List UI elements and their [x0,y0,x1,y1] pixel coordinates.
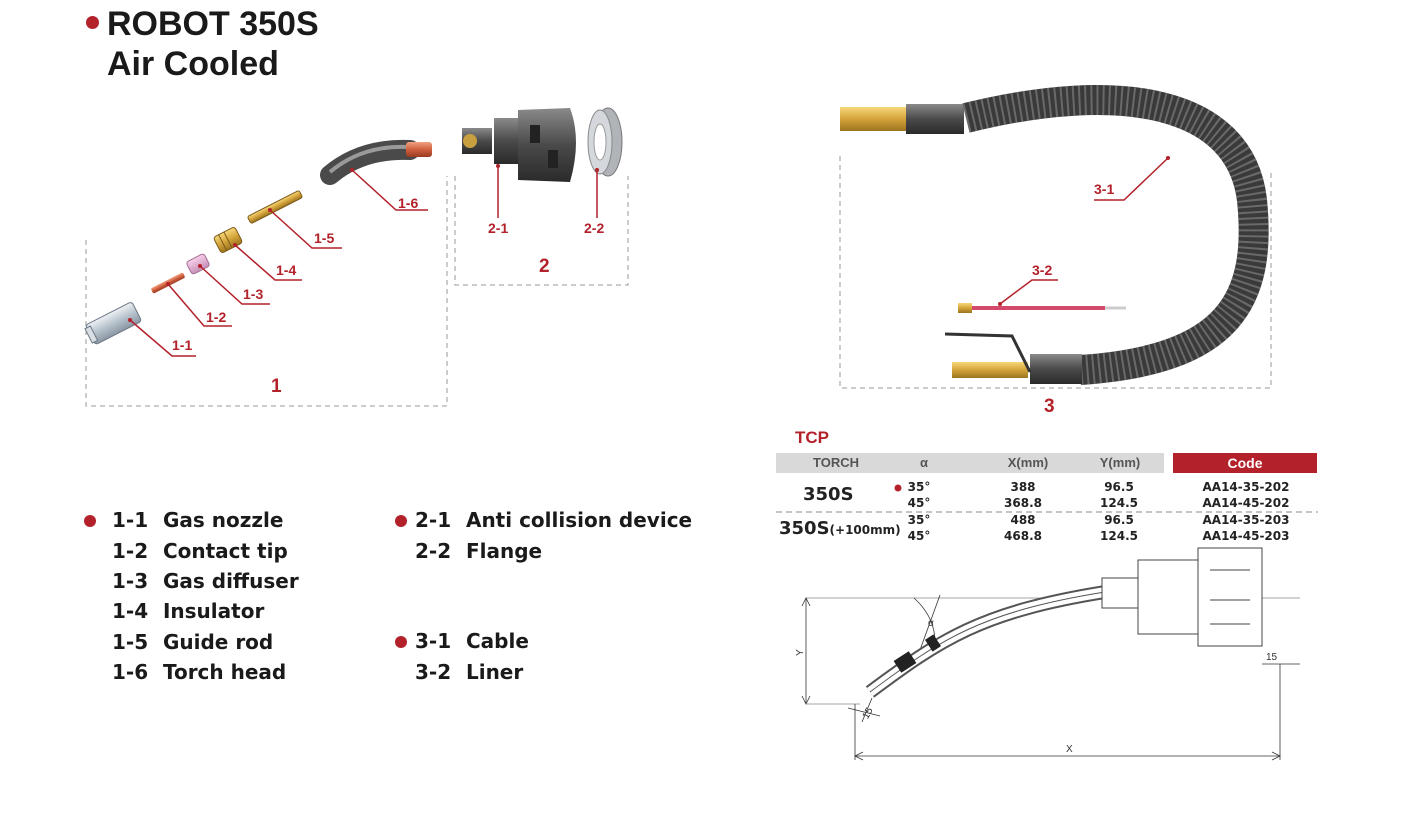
cell-code: AA14-35-202 [1202,480,1290,494]
row-marker [894,484,902,492]
liner-part [958,303,1126,313]
callout-1-2: 1-2 [206,309,226,325]
legend-bullet-3 [395,636,407,648]
legend-item: 1-1 Gas nozzle [112,508,284,532]
cell-alpha: 35° [907,513,931,527]
cable-part [840,85,1269,385]
header-x: X(mm) [1007,455,1049,470]
group-1-box [85,176,448,407]
cell-x: 468.8 [1004,529,1042,543]
group-label-3: 3 [1044,396,1055,417]
torch-350s: 350S [803,484,854,505]
legend-item: 1-5 Guide rod [112,630,274,654]
group-2-box [454,176,629,286]
legend-bullet-1 [84,515,96,527]
callout-1-4: 1-4 [276,262,296,278]
page-title: ROBOT 350S Air Cooled [86,4,319,84]
legend-item: 1-4 Insulator [112,599,265,623]
callout-3-2: 3-2 [1032,262,1052,278]
dim-15-tip: 15 [861,705,876,721]
callout-2-1: 2-1 [488,220,508,236]
dimension-drawing [801,547,1300,761]
callout-1-6: 1-6 [398,195,418,211]
cell-x: 388 [1010,480,1036,494]
callout-1-1: 1-1 [172,337,192,353]
header-code: Code [1173,453,1317,473]
leader-dots [128,156,1170,322]
legend-bullet-2 [395,515,407,527]
cell-alpha: 35° [907,480,931,494]
header-torch: TORCH [776,453,896,473]
cell-x: 488 [1010,513,1036,527]
cell-code: AA14-45-203 [1202,529,1290,543]
cell-alpha: 45° [907,496,931,510]
callout-3-1: 3-1 [1094,181,1114,197]
group-label-1: 1 [271,376,282,397]
header-alpha: α [920,455,928,470]
callout-1-5: 1-5 [314,230,334,246]
torch-350s-extended: 350S(+100mm) [779,518,901,539]
legend-item: 1-3 Gas diffuser [112,569,299,593]
callout-1-3: 1-3 [243,286,263,302]
header-y: Y(mm) [1099,455,1141,470]
gas-nozzle-part [84,302,142,345]
alpha-label: α [928,618,934,629]
cell-code: AA14-45-202 [1202,496,1290,510]
cell-alpha: 45° [907,529,931,543]
dim-15-flange: 15 [1266,652,1278,663]
cell-y: 124.5 [1100,529,1138,543]
cell-y: 96.5 [1104,513,1134,527]
x-dimension-label: X [1066,744,1073,755]
flange-part [587,107,623,177]
cell-y: 96.5 [1104,480,1134,494]
legend-item: 2-2 Flange [415,539,543,563]
y-dimension-label: Y [795,649,806,656]
legend-item: 1-2 Contact tip [112,539,288,563]
legend-item: 1-6 Torch head [112,660,287,684]
cell-y: 124.5 [1100,496,1138,510]
cell-x: 368.8 [1004,496,1042,510]
insulator-part [213,227,243,253]
tcp-title: TCP [795,428,829,447]
torch-head-part [320,139,432,185]
anti-collision-part [462,108,576,182]
callout-2-2: 2-2 [584,220,604,236]
legend-item: 3-1 Cable [415,629,529,653]
title-bullet [86,15,99,29]
legend-item: 2-1 Anti collision device [415,508,693,532]
cell-code: AA14-35-203 [1202,513,1290,527]
guide-rod-part [247,190,303,224]
leader-lines [129,157,1169,357]
group-label-2: 2 [539,256,550,277]
legend-item: 3-2 Liner [415,660,524,684]
